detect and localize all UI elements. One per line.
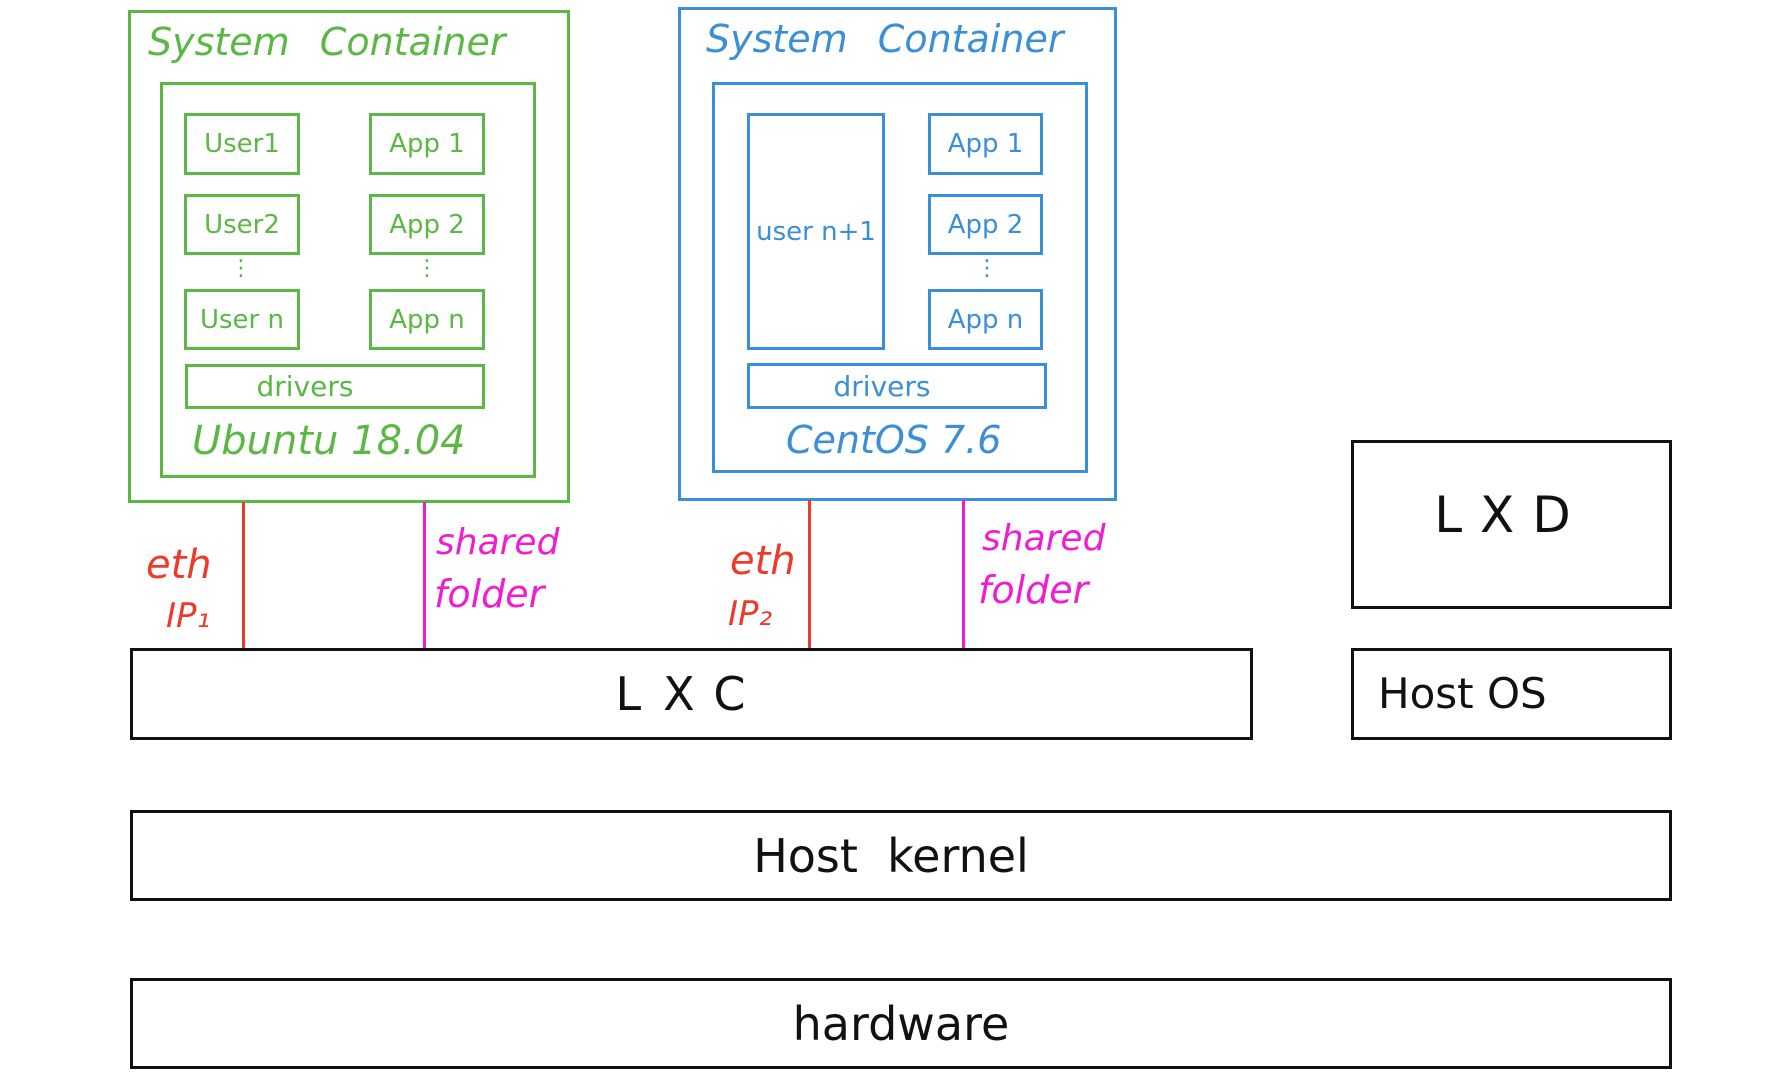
app-box: App 1 [928, 113, 1043, 175]
lxd-label: LXD [1434, 485, 1589, 544]
hardware-layer: hardware [130, 978, 1672, 1069]
ellipsis: ⋮ [230, 256, 252, 281]
app-label: App 1 [947, 129, 1024, 159]
ellipsis: ⋮ [976, 256, 998, 281]
user-box: user n+1 [747, 113, 885, 350]
lxd-box: LXD [1351, 440, 1672, 609]
lxc-label: LXC [615, 667, 768, 721]
ellipsis: ⋮ [416, 256, 438, 281]
user-label: User n [199, 304, 284, 335]
system-container-ubuntu [128, 10, 570, 503]
shared-folder-label-2a: shared [982, 518, 1106, 559]
host-kernel-label: Host kernel [753, 828, 1029, 883]
lxc-layer: LXC [130, 648, 1253, 740]
eth-label-1: eth [146, 542, 212, 588]
hardware-label: hardware [792, 996, 1010, 1051]
ip-label-2: IP₂ [728, 594, 773, 634]
app-box: App n [928, 289, 1043, 350]
user-label: user n+1 [756, 216, 876, 247]
shared-folder-connector-1 [423, 502, 426, 648]
shared-folder-label-1a: shared [436, 522, 560, 563]
shared-folder-label-1b: folder [434, 572, 545, 616]
shared-folder-label-2b: folder [978, 568, 1089, 612]
user-label: User1 [204, 129, 280, 159]
shared-folder-connector-2 [962, 500, 965, 648]
app-box: App 1 [369, 113, 485, 175]
user-box: User2 [184, 194, 300, 255]
os-label-centos: CentOS 7.6 [786, 418, 1002, 462]
app-box: App n [369, 289, 485, 350]
user-box: User n [184, 289, 300, 350]
eth-label-2: eth [730, 538, 796, 584]
app-label: App 1 [389, 129, 465, 159]
app-box: App 2 [928, 194, 1043, 255]
user-box: User1 [184, 113, 300, 175]
ip-label-1: IP₁ [166, 596, 211, 636]
os-label-ubuntu: Ubuntu 18.04 [192, 418, 466, 464]
eth-connector-2 [808, 500, 811, 648]
eth-connector-1 [242, 502, 245, 648]
host-kernel-layer: Host kernel [130, 810, 1672, 901]
host-os-box: Host OS [1351, 648, 1672, 740]
user-label: User2 [204, 209, 280, 240]
app-label: App 2 [947, 209, 1024, 240]
drivers-box: drivers [747, 363, 1047, 409]
app-box: App 2 [369, 194, 485, 255]
drivers-label: drivers [256, 370, 354, 403]
app-label: App n [947, 304, 1024, 335]
drivers-label: drivers [833, 369, 931, 403]
container-title-ubuntu: System Container [148, 20, 506, 64]
container-title-centos: System Container [706, 17, 1064, 61]
os-box-ubuntu [160, 82, 536, 478]
system-container-centos [678, 7, 1117, 501]
app-label: App n [389, 304, 465, 335]
host-os-label: Host OS [1378, 669, 1547, 718]
os-box-centos [712, 82, 1088, 473]
app-label: App 2 [389, 209, 465, 240]
drivers-box: drivers [185, 364, 485, 409]
